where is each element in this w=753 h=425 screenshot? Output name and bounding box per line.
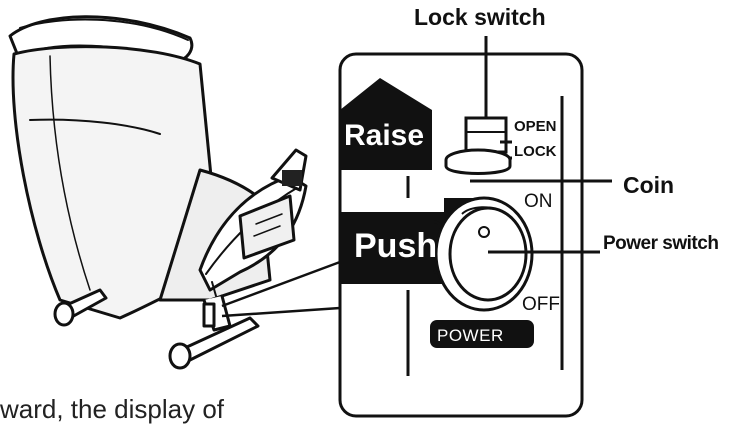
zoom-leader-lines bbox=[221, 260, 341, 318]
power-label-box bbox=[430, 320, 534, 348]
lock-switch bbox=[464, 116, 512, 160]
off-label: OFF bbox=[522, 294, 560, 315]
lock-label: LOCK bbox=[514, 143, 557, 160]
power-switch-knob bbox=[434, 196, 534, 312]
callout-lines bbox=[470, 36, 612, 254]
raise-label: Raise bbox=[344, 119, 425, 152]
coin bbox=[444, 148, 512, 175]
open-label: OPEN bbox=[514, 118, 557, 135]
raise-arrow-shape bbox=[340, 78, 432, 170]
on-label: ON bbox=[524, 191, 553, 212]
footer-text: ward, the display of bbox=[0, 394, 225, 424]
power-label: POWER bbox=[437, 326, 504, 345]
coin-label: Coin bbox=[623, 172, 675, 198]
power-switch-label: Power switch bbox=[603, 233, 719, 254]
lock-switch-label: Lock switch bbox=[414, 4, 546, 30]
switch-panel bbox=[338, 52, 584, 418]
push-label: Push bbox=[354, 227, 438, 265]
massage-chair-illustration bbox=[8, 15, 308, 370]
